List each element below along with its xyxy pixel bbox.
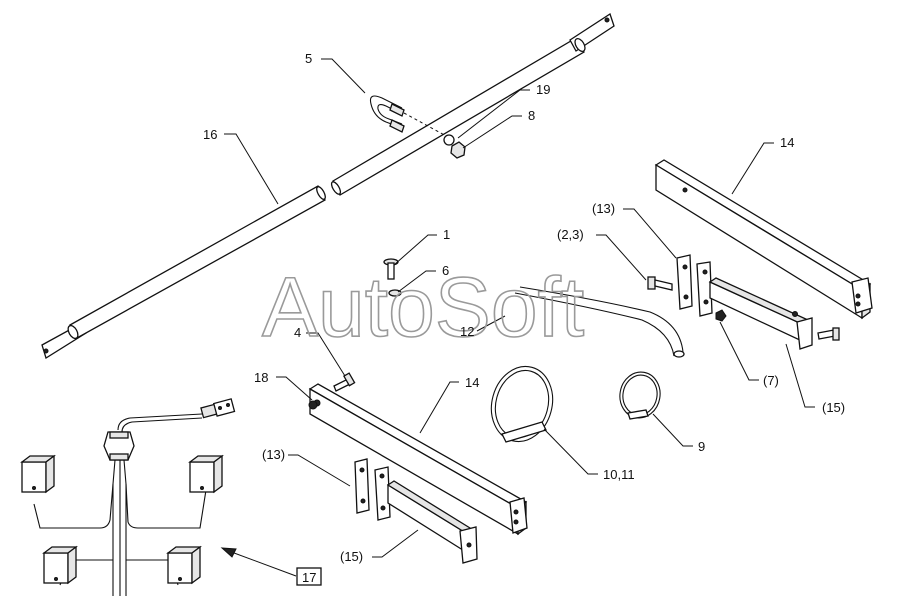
clamp-part-9: [619, 371, 661, 420]
bracket-upper-part-15: [696, 261, 813, 350]
callout-16: 16: [203, 127, 217, 142]
arrow-part-17: [220, 547, 322, 586]
relay-bottom-left: [42, 545, 78, 585]
callout-1: 1: [443, 227, 450, 242]
callout-18: 18: [254, 370, 268, 385]
callout-10-11: 10,11: [603, 467, 635, 482]
callout-5: 5: [305, 51, 312, 66]
washer-part-19: [443, 134, 455, 146]
rail-lower-part-14: [308, 383, 528, 536]
callout-14-upper: 14: [780, 135, 794, 150]
nut-part-18: [308, 400, 318, 410]
relay-top-right: [188, 454, 224, 494]
callout-15-lower: (15): [340, 549, 363, 564]
callout-13-upper: (13): [592, 201, 615, 216]
callout-17: 17: [302, 570, 316, 585]
callout-4: 4: [294, 325, 301, 340]
callout-6: 6: [442, 263, 449, 278]
bolt-part-4: [333, 372, 356, 392]
callout-7: (7): [763, 373, 779, 388]
relay-top-left: [20, 454, 56, 494]
callout-14-lower: 14: [465, 375, 479, 390]
relay-bottom-right: [166, 545, 202, 585]
callout-2-3: (2,3): [557, 227, 584, 242]
rail-upper-part-14: [654, 159, 873, 320]
bracket-upper-part-13: [676, 254, 693, 310]
tube-right-part: [330, 12, 615, 196]
bracket-lower-part-13: [354, 458, 370, 514]
nut-part-7: [715, 309, 727, 322]
assembly-line: [403, 112, 449, 138]
callout-13-lower: (13): [262, 447, 285, 462]
callout-9: 9: [698, 439, 705, 454]
tube-left-part-16: [41, 185, 326, 359]
watermark: AutoSoft: [262, 260, 584, 354]
u-bolt-part-5: [369, 95, 405, 133]
bracket-lower-part-15: [374, 466, 478, 564]
cable-tie-part-10-11: [490, 365, 554, 443]
callout-19: 19: [536, 82, 550, 97]
cable-part-12: [514, 286, 685, 358]
callout-8: 8: [528, 108, 535, 123]
callout-12: 12: [460, 324, 474, 339]
leader-lines: [224, 58, 815, 558]
callout-15-upper: (15): [822, 400, 845, 415]
bolt-part-2-3: [647, 276, 673, 291]
nut-part-8: [450, 141, 466, 159]
bolt-right-end: [792, 311, 840, 341]
wiring-harness-part-17: [20, 398, 236, 596]
